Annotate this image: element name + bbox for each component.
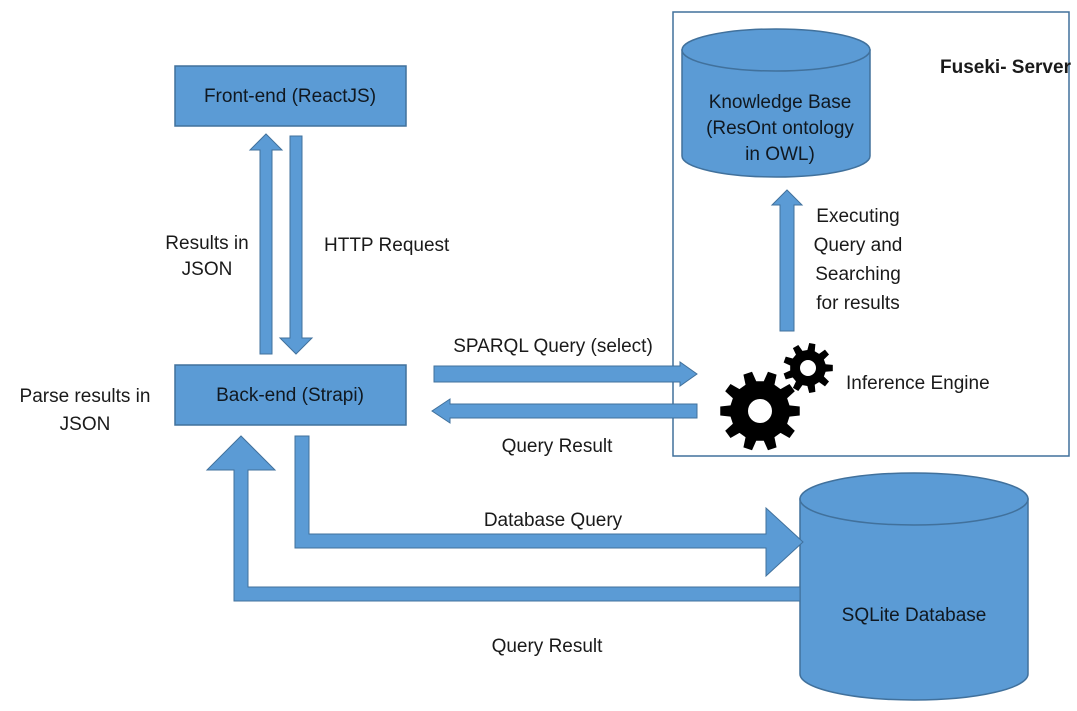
frontend-label: Front-end (ReactJS) [204, 86, 376, 107]
backend-node: Back-end (Strapi) [174, 364, 407, 426]
knowledge-base-line-3: in OWL) [745, 144, 815, 165]
small-gear-shape [783, 343, 833, 393]
database-query-label: Database Query [484, 510, 623, 531]
sqlite-label: SQLite Database [842, 605, 987, 626]
results-json-label-line-2: JSON [182, 259, 233, 280]
fuseki-server-title: Fuseki- Server [940, 57, 1072, 78]
inference-engine-gears-icon [720, 343, 833, 451]
small-gear-icon [783, 343, 833, 393]
parse-results-label-line-2: JSON [60, 414, 111, 435]
sparql-query-result-arrow [431, 398, 698, 424]
database-query-result-arrow [205, 435, 801, 602]
knowledge-base-line-2: (ResOnt ontology [706, 118, 854, 139]
sparql-query-label: SPARQL Query (select) [453, 336, 653, 357]
sparql-query-result-label: Query Result [502, 436, 614, 457]
fuseki-server-container [672, 11, 1070, 457]
results-json-arrow [248, 133, 284, 355]
executing-query-line-1: Executing [816, 206, 899, 227]
sqlite-database-node: SQLite Database [799, 472, 1029, 701]
frontend-node: Front-end (ReactJS) [174, 65, 407, 127]
large-gear-icon [720, 371, 800, 451]
executing-query-line-3: Searching [815, 264, 901, 285]
knowledge-base-line-1: Knowledge Base [709, 92, 852, 113]
executing-query-line-2: Query and [814, 235, 903, 256]
backend-label: Back-end (Strapi) [216, 385, 364, 406]
database-query-result-label: Query Result [492, 636, 604, 657]
parse-results-label-line-1: Parse results in [20, 386, 151, 407]
results-json-label-line-1: Results in [165, 233, 248, 254]
executing-query-arrow [770, 189, 804, 332]
large-gear-shape [720, 371, 800, 451]
knowledge-base-node: Knowledge Base (ResOnt ontology in OWL) [681, 28, 871, 178]
http-request-label: HTTP Request [324, 235, 450, 256]
http-request-arrow [278, 135, 314, 355]
sparql-query-arrow [433, 361, 698, 387]
database-query-arrow [294, 435, 804, 578]
inference-engine-label: Inference Engine [846, 373, 990, 394]
executing-query-line-4: for results [816, 293, 899, 314]
